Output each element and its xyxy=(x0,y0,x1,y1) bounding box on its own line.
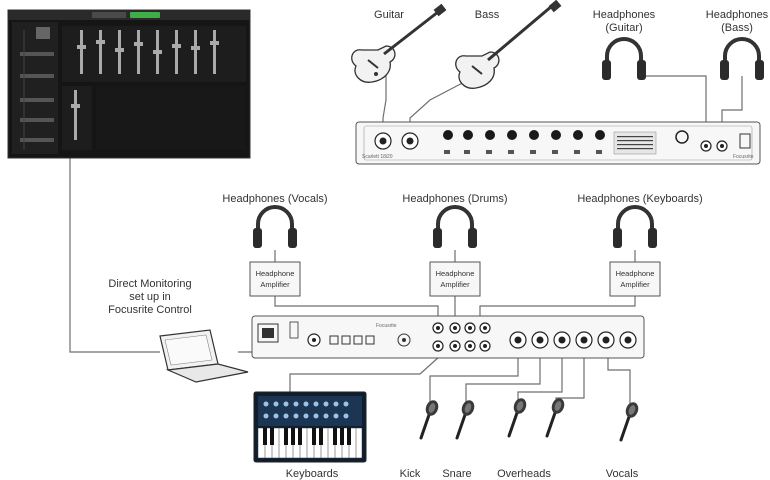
keyboard-synth-icon xyxy=(253,391,367,463)
audio-interface-rear: Focusrite xyxy=(251,315,645,359)
cable-mic-overhead1 xyxy=(517,356,563,402)
headphones-icon xyxy=(431,205,479,250)
cables xyxy=(69,70,743,412)
cable-amp-keyboards xyxy=(479,296,636,322)
laptop-icon xyxy=(159,329,249,383)
cable-keyboard xyxy=(289,355,441,392)
cable-amp-vocals xyxy=(274,296,439,322)
microphone-icon xyxy=(455,396,478,440)
headphones-icon xyxy=(611,205,659,250)
microphone-icon xyxy=(545,394,568,438)
headphone-amp-keyboards: Headphone Amplifier xyxy=(609,261,661,297)
audio-interface-front: Scarlett 18i20 Focusrite xyxy=(355,121,761,165)
microphone-icon xyxy=(507,394,530,438)
cable-mic-snare xyxy=(465,356,541,412)
label-bass: Bass xyxy=(475,9,500,21)
label-snare: Snare xyxy=(442,468,471,480)
rear-brand-label: Focusrite xyxy=(376,323,397,329)
label-guitar: Guitar xyxy=(374,9,404,21)
electric-guitar-icon xyxy=(351,3,447,83)
cable-hp-guitar xyxy=(640,75,707,140)
front-model-label: Scarlett 18i20 xyxy=(362,154,393,160)
cable-mic-overhead2 xyxy=(555,356,585,402)
cable-mic-kick xyxy=(429,356,519,412)
cable-mic-vocals xyxy=(607,356,631,408)
label-monitoring-1: Direct Monitoring xyxy=(108,278,191,290)
label-vocals: Vocals xyxy=(606,468,639,480)
cable-software-to-laptop xyxy=(69,158,160,353)
front-brand-label: Focusrite xyxy=(733,154,754,160)
bass-guitar-icon xyxy=(455,0,562,89)
headphones-icon xyxy=(251,205,299,250)
label-hp-bass-1: Headphones xyxy=(706,9,769,21)
label-hp-drums: Headphones (Drums) xyxy=(402,193,507,205)
label-monitoring-2: set up in xyxy=(129,291,171,303)
amp-label-line1: Headphone xyxy=(616,269,655,278)
label-keyboards: Keyboards xyxy=(286,468,339,480)
headphone-amp-drums: Headphone Amplifier xyxy=(429,261,481,297)
label-hp-guitar-1: Headphones xyxy=(593,9,656,21)
amp-label-line1: Headphone xyxy=(256,269,295,278)
label-monitoring-3: Focusrite Control xyxy=(108,304,192,316)
microphone-icon xyxy=(419,396,442,440)
label-overheads: Overheads xyxy=(497,468,551,480)
label-hp-vocals: Headphones (Vocals) xyxy=(222,193,327,205)
amp-label-line2: Amplifier xyxy=(620,280,650,289)
headphone-amp-vocals: Headphone Amplifier xyxy=(249,261,301,297)
amp-label-line2: Amplifier xyxy=(440,280,470,289)
label-hp-bass-2: (Bass) xyxy=(721,22,753,34)
amp-label-line2: Amplifier xyxy=(260,280,290,289)
focusrite-control-window xyxy=(7,9,251,159)
label-hp-guitar-2: (Guitar) xyxy=(605,22,642,34)
amp-label-line1: Headphone xyxy=(436,269,475,278)
microphone-icon xyxy=(619,398,642,442)
label-kick: Kick xyxy=(400,468,421,480)
headphones-icon xyxy=(718,37,766,82)
headphones-icon xyxy=(600,37,648,82)
label-hp-keyboards: Headphones (Keyboards) xyxy=(577,193,702,205)
